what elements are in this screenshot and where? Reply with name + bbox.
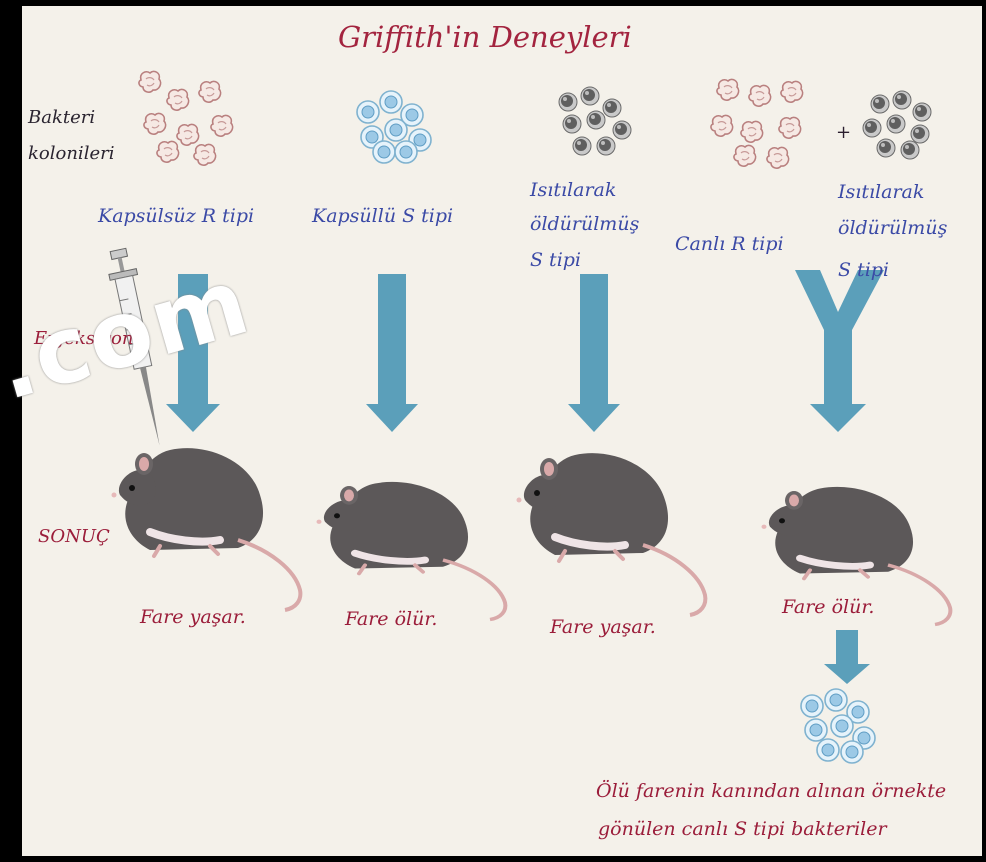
label-bacteria-3-line-3: S tipi <box>530 248 581 272</box>
colony-r-plus-heat-killed-s <box>711 79 931 168</box>
outcome-1: Fare yaşar. <box>140 606 246 628</box>
arrow-5-result <box>824 630 870 684</box>
mouse-1 <box>112 448 301 610</box>
colony-recovered-s <box>801 689 875 763</box>
label-colonies-line-1: Bakteri <box>28 106 95 130</box>
label-bacteria-3-line-1: Isıtılarak <box>530 178 616 202</box>
colony-s-type <box>357 91 431 163</box>
mouse-2 <box>317 482 506 620</box>
colony-r-type <box>139 71 233 165</box>
label-bacteria-2: Kapsüllü S tipi <box>312 204 453 228</box>
footnote-line-2: gönülen canlı S tipi bakteriler <box>598 818 887 840</box>
label-bacteria-4: Canlı R tipi <box>675 232 784 256</box>
outcome-3: Fare yaşar. <box>550 616 656 638</box>
label-bacteria-1: Kapsülsüz R tipi <box>98 204 254 228</box>
label-colonies-line-2: kolonileri <box>28 142 114 166</box>
arrow-3 <box>568 274 620 432</box>
diagram-title: Griffith'in Deneyleri <box>338 20 632 54</box>
mouse-3 <box>517 453 706 615</box>
outcome-4: Fare ölür. <box>782 596 874 618</box>
arrow-4-merge <box>795 270 884 432</box>
footnote-line-1: Ölü farenin kanından alınan örnekte <box>596 780 946 802</box>
outcome-2: Fare ölür. <box>345 608 437 630</box>
label-bacteria-4b-line-3: S tipi <box>838 258 889 282</box>
label-result: SONUÇ <box>38 526 110 547</box>
colony-heat-killed-s <box>559 87 631 155</box>
label-bacteria-4b-line-1: Isıtılarak <box>838 180 924 204</box>
plus-sign: + <box>836 122 851 143</box>
label-bacteria-3-line-2: öldürülmüş <box>530 212 639 236</box>
label-bacteria-4b-line-2: öldürülmüş <box>838 216 947 240</box>
arrow-2 <box>366 274 418 432</box>
